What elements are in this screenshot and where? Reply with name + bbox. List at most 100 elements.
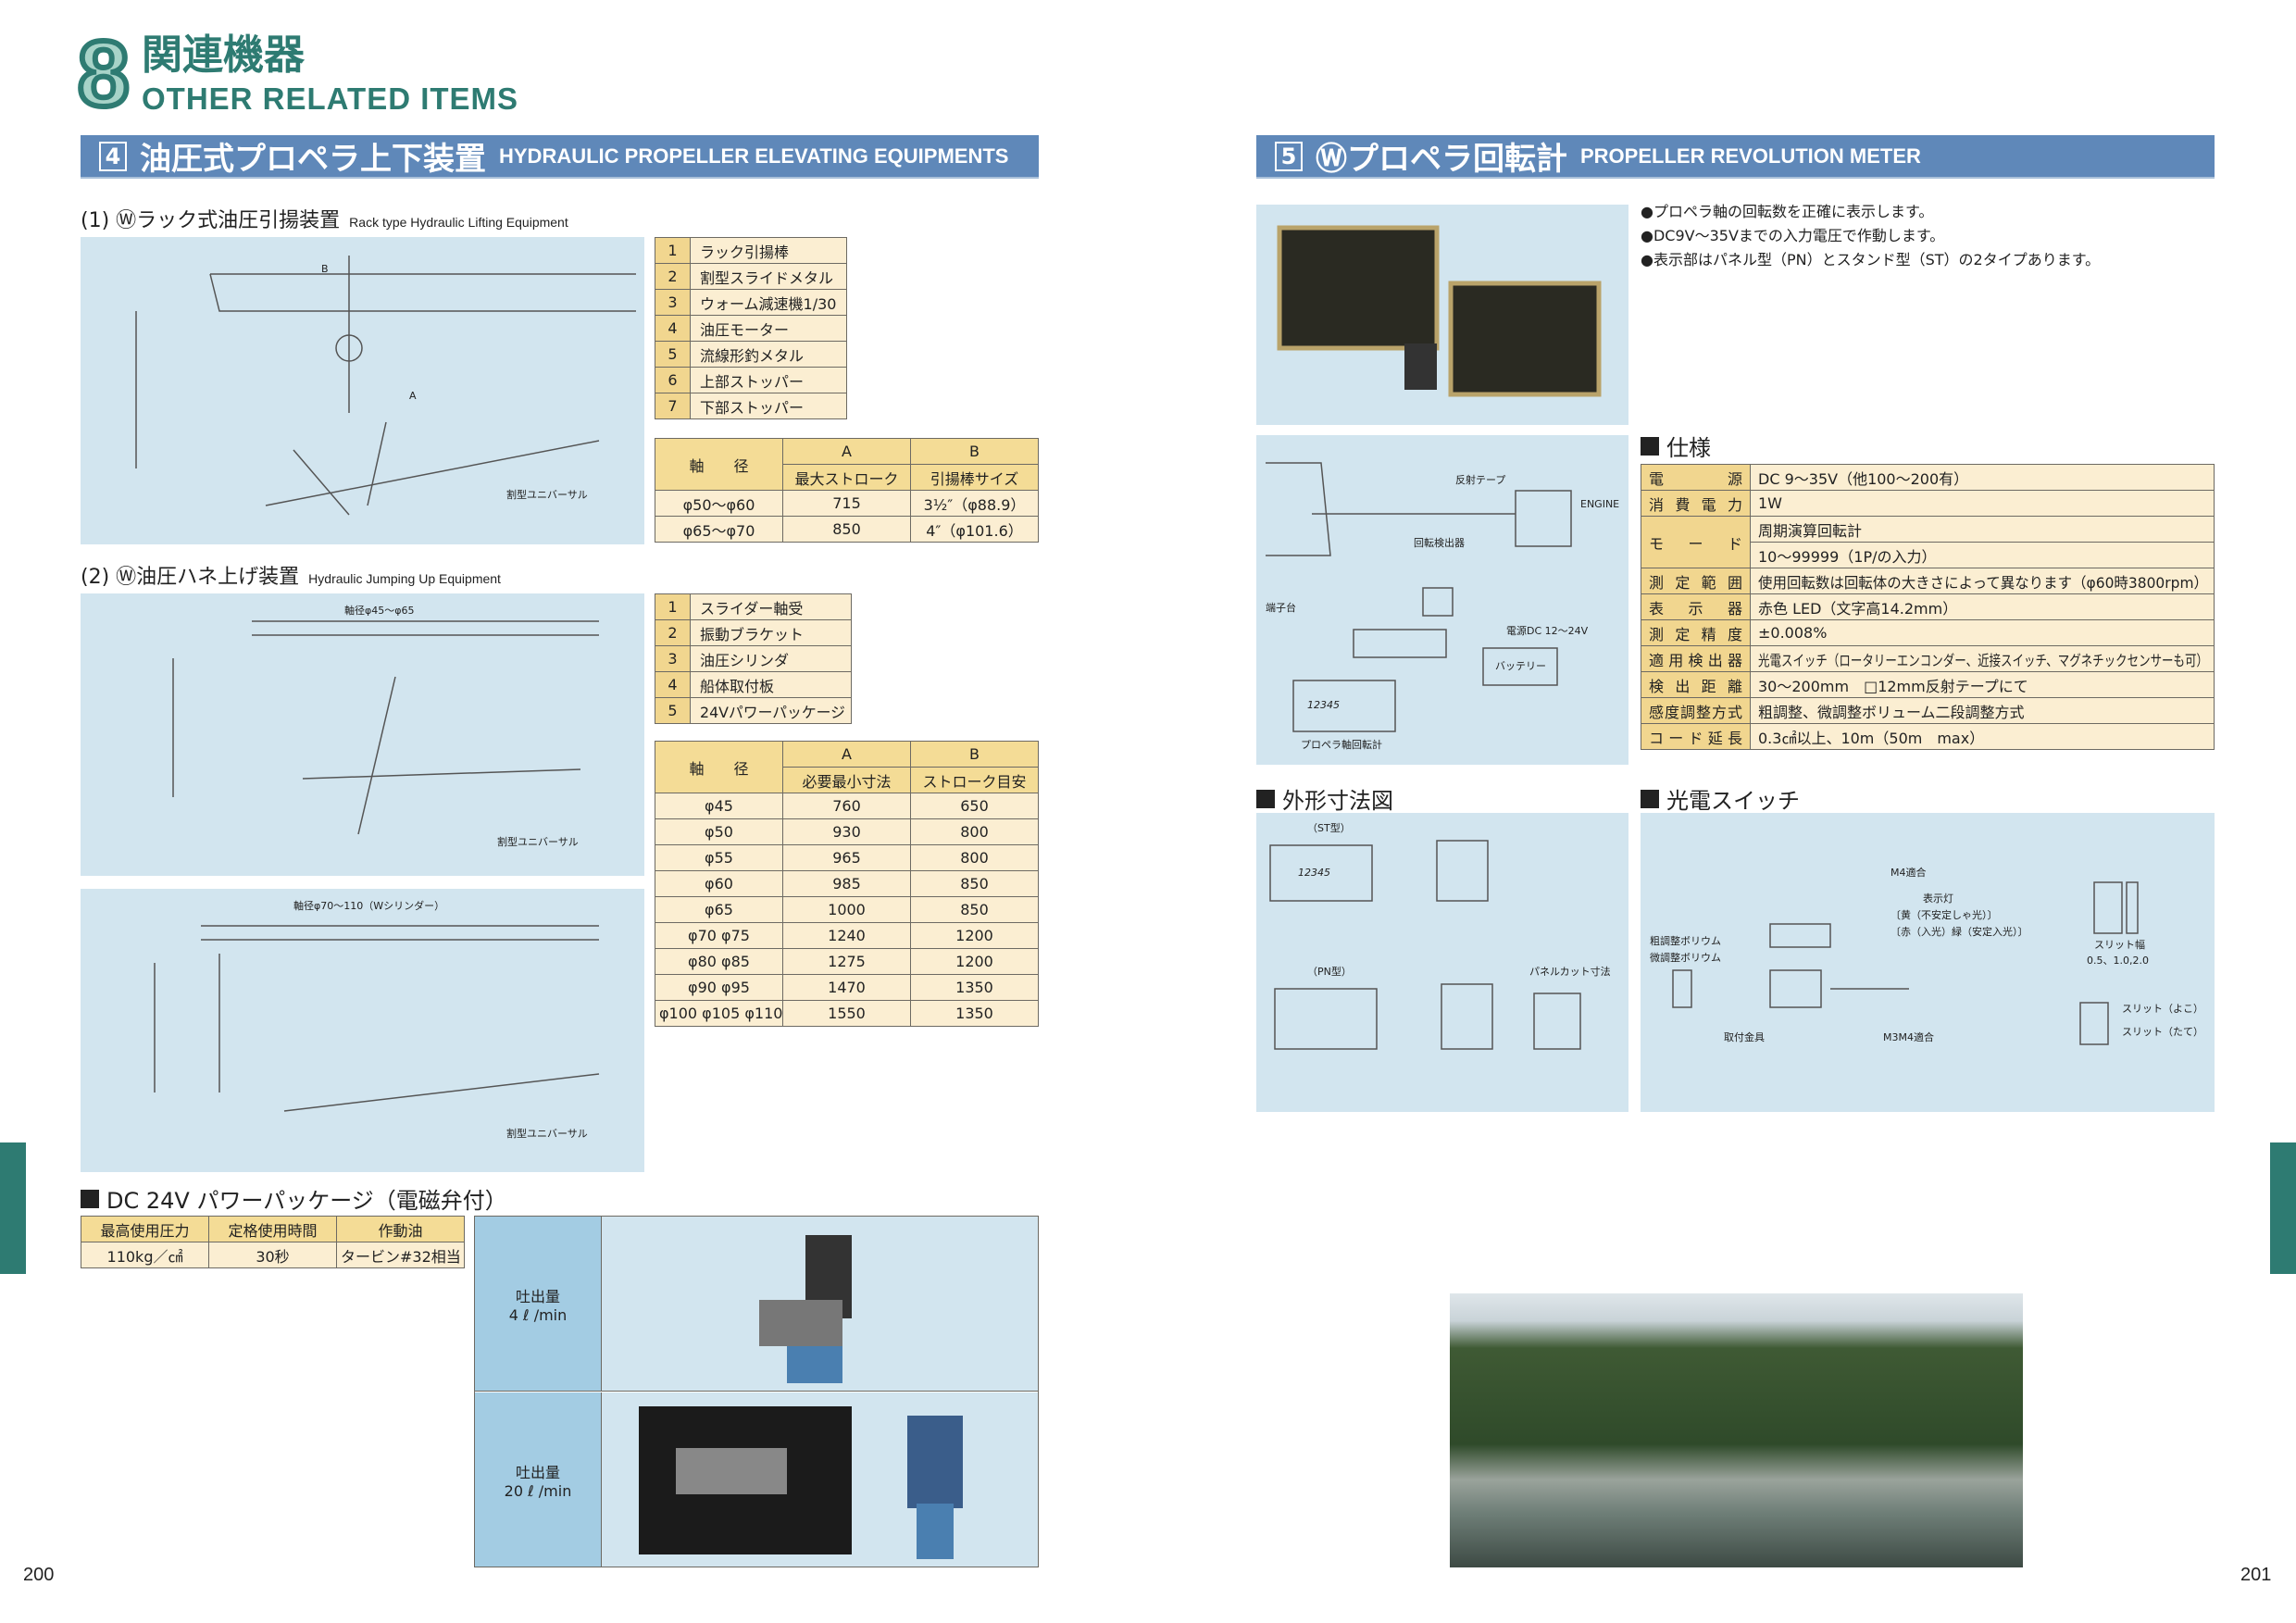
subsection-1-heading: (1) Ⓦラック式油圧引揚装置 Rack type Hydraulic Lift… [81,204,568,233]
header-oil: 作動油 [336,1216,465,1242]
spec-value: 粗調整、微調整ボリューム二段調整方式 [1758,703,2025,721]
spec-value-cell: 0.3㎠以上、10m（50m max） [1750,723,2215,750]
label: 〔赤（入光）緑（安定入光）〕 [1890,926,2028,938]
part-number: 4 [655,671,691,698]
table-cell: 715 [782,490,911,517]
part-row: 5 24Vパワーパッケージ [655,697,852,724]
part-number: 5 [655,697,691,724]
part-name: ウォーム減速機1/30 [700,294,837,313]
label: 微調整ボリウム [1650,952,1721,964]
spec-key: 電 源 [1641,464,1751,491]
table-cell: φ100 φ105 φ110 [655,1000,783,1027]
part-name: 流線形釣メタル [700,346,805,365]
part-name-cell: スライダー軸受 [690,593,852,620]
label-meter: プロペラ軸回転計 [1301,739,1382,751]
part-name-cell: 油圧モーター [690,315,847,342]
table-cell: 850 [782,516,911,543]
pump-flow: 20 ℓ /min [504,1481,572,1500]
part-name: 上部ストッパー [700,372,805,391]
table-cell: 1470 [782,974,911,1001]
page-number-left: 200 [23,1565,55,1585]
section-title-en: PROPELLER REVOLUTION METER [1580,144,1921,168]
label-panel-cut: パネルカット寸法 [1529,966,1611,978]
pump-flow: 4 ℓ /min [508,1305,568,1324]
table-cell: 1550 [782,1000,911,1027]
table-cell: 1350 [910,1000,1039,1027]
universal-label: 割型ユニバーサル [506,489,588,501]
meter-display: 12345 [1307,699,1340,711]
part-name: 割型スライドメタル [700,268,834,287]
outline-heading: 外形寸法図 [1256,782,1393,815]
spec-value-cell: 30〜200mm □12mm反射テープにて [1750,671,2215,698]
section-title-ja: 油圧式プロペラ上下装置 [140,141,486,178]
part-number: 6 [655,367,691,393]
section-title-ja: Ⓦプロペラ回転計 [1316,141,1567,178]
part-number: 1 [655,593,691,620]
rack-lift-diagram: B A 割型ユニバーサル [81,237,644,544]
part-name: 油圧シリンダ [700,651,790,669]
photoelectric-switch-diagram: M4適合 表示灯 〔黄（不安定しゃ光）〕 〔赤（入光）緑（安定入光）〕 粗調整ボ… [1641,813,2215,1112]
table-cell: φ50 [655,818,783,845]
table-cell: φ50〜φ60 [655,490,783,517]
table-cell: 1240 [782,922,911,949]
value-rated-time: 30秒 [208,1242,337,1268]
switch-heading: 光電スイッチ [1641,782,1800,815]
section-number: 4 [99,141,127,171]
square-bullet-icon [1256,789,1275,808]
part-name-cell: 振動ブラケット [690,619,852,646]
part-number: 1 [655,237,691,264]
label: 〔黄（不安定しゃ光）〕 [1890,909,1998,921]
left-edge-tab [0,1142,26,1274]
part-name-cell: ウォーム減速機1/30 [690,289,847,316]
label-terminal: 端子台 [1266,602,1296,614]
dim-label-b: B [321,263,329,275]
spec-value: 周期演算回転計 [1758,521,1863,540]
header-pressure: 最高使用圧力 [81,1216,209,1242]
part-name: 24Vパワーパッケージ [700,703,845,721]
spec-row: 測定精度±0.008% [1641,619,2215,646]
table-cell: φ55 [655,844,783,871]
part-name-cell: 油圧シリンダ [690,645,852,672]
header-rated-time: 定格使用時間 [208,1216,337,1242]
universal-label: 割型ユニバーサル [497,836,579,848]
spec-value-cell: 粗調整、微調整ボリューム二段調整方式 [1750,697,2215,724]
subsection-subtitle: Hydraulic Jumping Up Equipment [308,571,501,586]
label-pn-type: （PN型） [1307,966,1352,978]
spec-key: 消費電力 [1641,490,1751,517]
subsection-subtitle: Rack type Hydraulic Lifting Equipment [349,215,568,230]
diagram-caption: 軸径φ70〜110（Wシリンダー） [293,900,445,912]
table-cell: 850 [910,870,1039,897]
spec-key: モード [1641,516,1751,568]
jump-up-diagram-1: 軸径φ45〜φ65 割型ユニバーサル [81,593,644,876]
subsection-title: (2) Ⓦ油圧ハネ上げ装置 [81,566,300,589]
spec-key: 感度調整方式 [1641,697,1751,724]
part-name-cell: ラック引揚棒 [690,237,847,264]
table-cell: 760 [782,793,911,819]
spec-value: 30〜200mm □12mm反射テープにて [1758,677,2028,695]
table-cell: 800 [910,844,1039,871]
pump-label: 吐出量 [515,1463,560,1481]
part-name-cell: 流線形釣メタル [690,341,847,368]
spec-value-cell: 1W [1750,490,2215,517]
label: スリット（よこ） [2122,1003,2203,1015]
square-bullet-icon [1641,789,1659,808]
table-cell: φ60 [655,870,783,897]
